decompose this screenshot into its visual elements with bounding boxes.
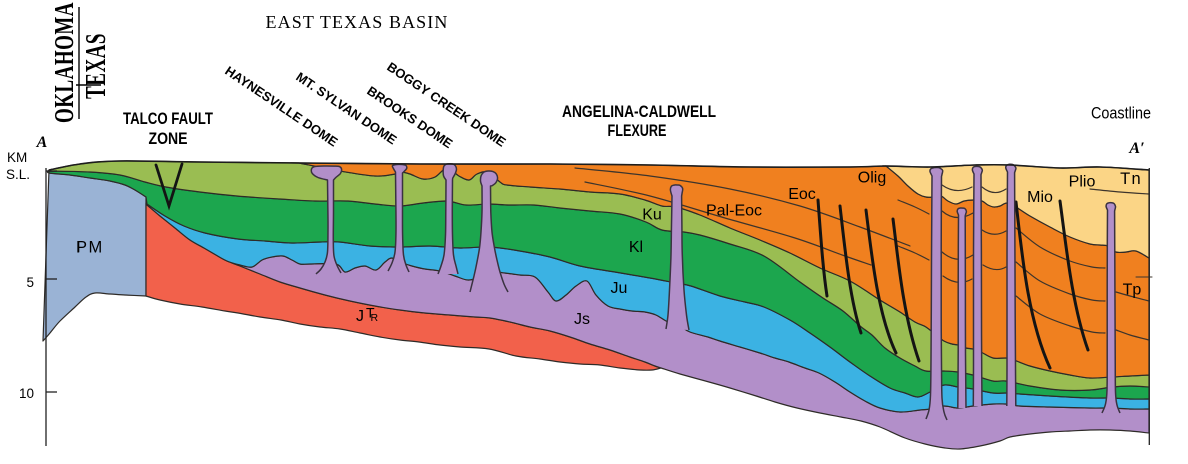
svg-text:M: M [89, 239, 103, 257]
svg-text:ANGELINA-CALDWELL: ANGELINA-CALDWELL [562, 103, 716, 121]
svg-text:Js: Js [574, 311, 590, 328]
svg-text:Mio: Mio [1027, 189, 1053, 206]
svg-text:TALCO FAULT: TALCO FAULT [123, 110, 213, 128]
svg-text:Olig: Olig [858, 170, 886, 187]
svg-text:A: A [36, 134, 48, 151]
svg-text:FLEXURE: FLEXURE [608, 122, 667, 140]
svg-text:Tp: Tp [1123, 282, 1142, 299]
svg-text:Plio: Plio [1069, 174, 1096, 191]
svg-text:Ju: Ju [611, 280, 628, 297]
svg-text:5: 5 [26, 275, 34, 290]
svg-text:A′: A′ [1128, 140, 1144, 157]
svg-text:Pal-Eoc: Pal-Eoc [706, 203, 762, 220]
svg-text:R: R [371, 312, 379, 324]
svg-text:J: J [356, 308, 364, 325]
svg-text:10: 10 [19, 386, 34, 401]
svg-text:EAST TEXAS BASIN: EAST TEXAS BASIN [266, 12, 449, 32]
svg-text:S.L.: S.L. [6, 167, 30, 182]
svg-text:TEXAS: TEXAS [80, 33, 112, 99]
svg-text:ZONE: ZONE [149, 130, 188, 148]
svg-text:OKLAHOMA: OKLAHOMA [50, 2, 80, 123]
svg-text:Eoc: Eoc [788, 186, 816, 203]
svg-text:P: P [76, 239, 87, 257]
svg-text:Tn: Tn [1120, 170, 1142, 188]
svg-text:Kl: Kl [629, 239, 643, 256]
svg-text:KM: KM [7, 150, 27, 165]
svg-text:Ku: Ku [642, 207, 662, 224]
svg-text:Coastline: Coastline [1091, 105, 1151, 123]
svg-text:T: T [366, 305, 375, 321]
